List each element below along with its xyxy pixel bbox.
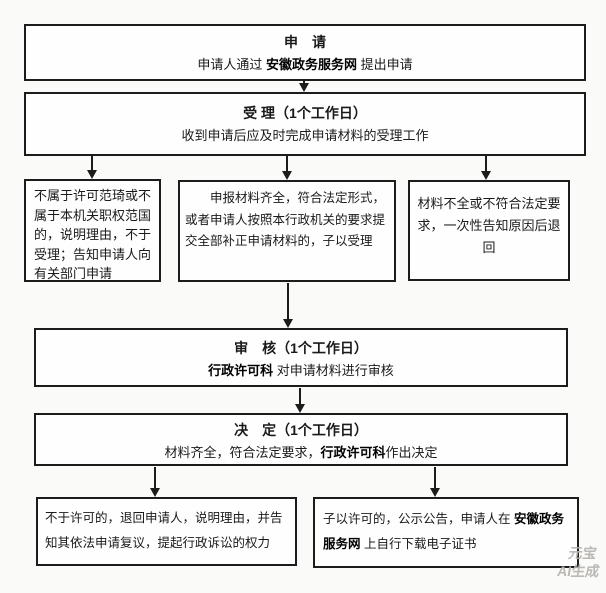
arrow-decision-to-deny xyxy=(150,467,160,497)
branch-return-text: 材料不全或不符合法定要求，一次性告知原因后退回 xyxy=(417,196,561,255)
arrow-decision-to-grant xyxy=(430,467,440,497)
watermark-line2: AI生成 xyxy=(556,563,601,579)
apply-box: 申 请 申请人通过 安徽政务服务网 提出申请 xyxy=(24,24,586,81)
ai-watermark: 元宝 AI生成 xyxy=(526,544,604,580)
review-desc: 行政许可科 对申请材料进行审核 xyxy=(36,359,566,382)
arrow-review-to-decision xyxy=(295,388,305,413)
decision-title: 决 定（1个工作日） xyxy=(234,422,368,438)
apply-desc-site: 安徽政务服务网 xyxy=(265,57,357,72)
review-desc-post: 对申请材料进行审核 xyxy=(273,363,394,378)
branch-reject-text: 不属于许可范琦或不属于本机关职权范国的，说明理由，不于受理；告知申请人向有关部门… xyxy=(34,188,152,281)
arrow-accept-to-return xyxy=(481,156,491,180)
arrow-apply-to-accept xyxy=(299,80,309,92)
arrow-accept-to-reject xyxy=(87,156,97,179)
grant-text-post: 上自行下载电子证书 xyxy=(360,537,477,551)
decision-desc: 材料齐全，符合法定要求，行政许可科作出决定 xyxy=(36,441,566,464)
apply-desc: 申请人通过 安徽政务服务网 提出申请 xyxy=(26,53,584,76)
decision-desc-pre: 材料齐全，符合法定要求， xyxy=(164,445,321,460)
branch-reject-box: 不属于许可范琦或不属于本机关职权范国的，说明理由，不于受理；告知申请人向有关部门… xyxy=(24,179,161,282)
grant-text-pre: 子以许可的，公示公告，申请人在 xyxy=(323,512,514,526)
branch-return-box: 材料不全或不符合法定要求，一次性告知原因后退回 xyxy=(408,180,570,281)
grant-box: 子以许可的，公示公告，申请人在 安徽政务服务网 上自行下载电子证书 xyxy=(313,497,579,568)
decision-desc-post: 作出决定 xyxy=(385,445,438,460)
accept-box: 受 理（1个工作日） 收到申请后应及时完成申请材料的受理工作 xyxy=(24,92,586,156)
apply-desc-post: 提出申请 xyxy=(357,57,413,72)
review-desc-dept: 行政许可科 xyxy=(208,363,274,378)
apply-desc-pre: 申请人通过 xyxy=(197,57,266,72)
accept-title: 受 理（1个工作日） xyxy=(243,105,367,121)
decision-box: 决 定（1个工作日） 材料齐全，符合法定要求，行政许可科作出决定 xyxy=(34,413,568,466)
decision-desc-dept: 行政许可科 xyxy=(320,445,386,460)
branch-accept-box: 申报材料齐全，符合法定形式，或者申请人按照本行政机关的要求提交全部补正申请材料的… xyxy=(178,180,396,282)
watermark-line1: 元宝 xyxy=(567,545,598,561)
deny-box: 不于许可的，退回申请人，说明理由，并告知其依法申请复议，提起行政诉讼的权力 xyxy=(36,497,297,566)
accept-desc: 收到申请后应及时完成申请材料的受理工作 xyxy=(181,128,429,143)
review-title: 审 核（1个工作日） xyxy=(234,340,368,356)
branch-accept-text: 申报材料齐全，符合法定形式，或者申请人按照本行政机关的要求提交全部补正申请材料的… xyxy=(185,191,386,248)
grant-text: 子以许可的，公示公告，申请人在 安徽政务服务网 上自行下载电子证书 xyxy=(323,507,569,557)
review-box: 审 核（1个工作日） 行政许可科 对申请材料进行审核 xyxy=(34,328,568,387)
grant-text-site: 安徽政务服务网 xyxy=(323,512,564,551)
deny-text: 不于许可的，退回申请人，说明理由，并告知其依法申请复议，提起行政诉讼的权力 xyxy=(45,511,283,550)
apply-title: 申 请 xyxy=(284,34,326,50)
arrow-accept-to-accepted xyxy=(282,156,292,180)
arrow-branch-to-review xyxy=(283,283,293,328)
